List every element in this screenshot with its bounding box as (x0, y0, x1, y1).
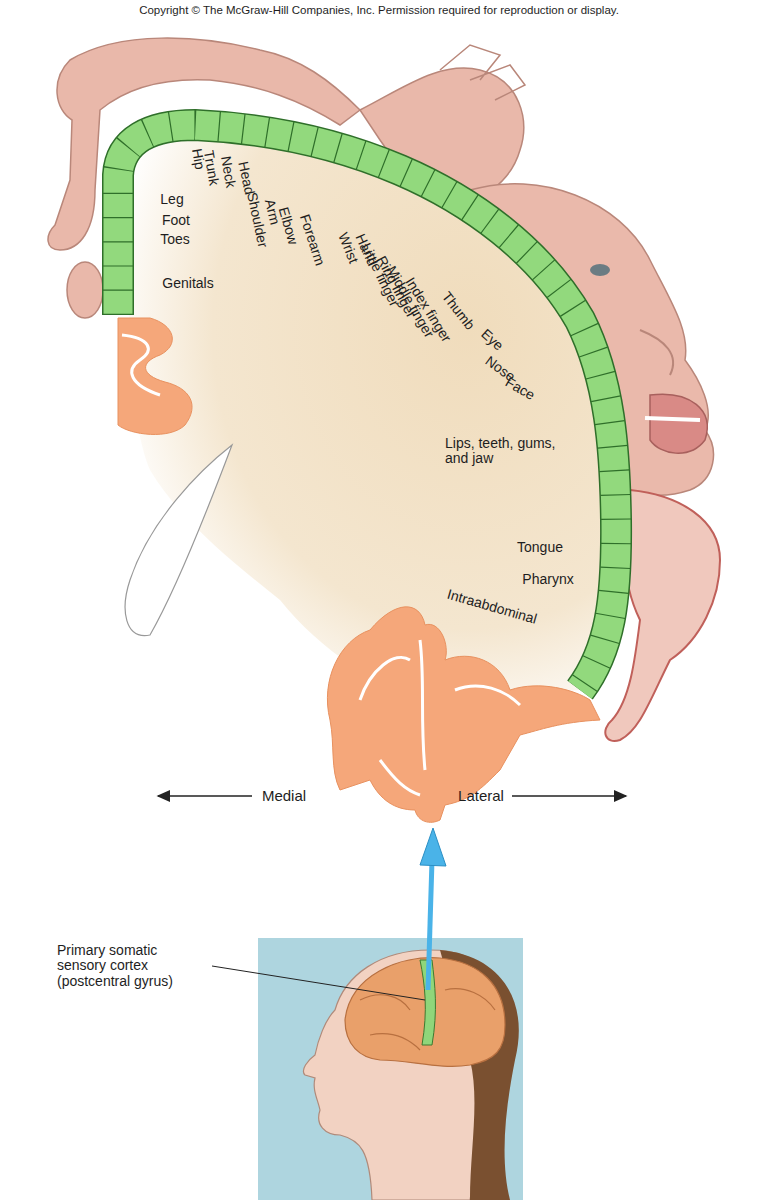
body-part-label: Genitals (162, 276, 213, 291)
body-part-label: Tongue (517, 540, 563, 555)
finger-lines (440, 45, 525, 100)
leader-line (212, 966, 425, 1000)
lateral-gyri (327, 607, 600, 822)
body-part-label: Lips, teeth, gums, and jaw (445, 436, 575, 467)
brain-inset (345, 958, 505, 1067)
structure-label: Primary somatic sensory cortex (postcent… (57, 943, 207, 989)
sensory-band-outline (118, 125, 616, 690)
inset-background (258, 938, 523, 1200)
lips-figure (650, 394, 707, 453)
body-part-label: Toes (160, 232, 190, 247)
medial-arrow (158, 795, 252, 797)
brain-folds (360, 989, 495, 1050)
lateral-arrow (512, 795, 626, 797)
cortex-section (128, 130, 613, 700)
sensory-band (118, 125, 616, 690)
eye-figure (590, 264, 610, 276)
teeth-figure (645, 418, 700, 420)
band-segment-lines (118, 125, 616, 690)
blue-arrow-shaft (428, 860, 432, 990)
body-part-label: Pharynx (522, 572, 573, 587)
ventricle-outline (125, 445, 232, 636)
medial-gyrus (118, 318, 192, 434)
genitals-figure (67, 262, 103, 318)
direction-label: Lateral (458, 788, 504, 805)
body-part-label: Leg (160, 192, 183, 207)
body-part-label: Foot (162, 213, 190, 228)
nose-figure (640, 330, 673, 375)
medial-sulcus (122, 335, 160, 395)
direction-label: Medial (262, 788, 306, 805)
lateral-sulci (360, 640, 520, 795)
blue-arrow-head (420, 828, 446, 866)
copyright-note: Copyright © The McGraw-Hill Companies, I… (139, 4, 619, 17)
